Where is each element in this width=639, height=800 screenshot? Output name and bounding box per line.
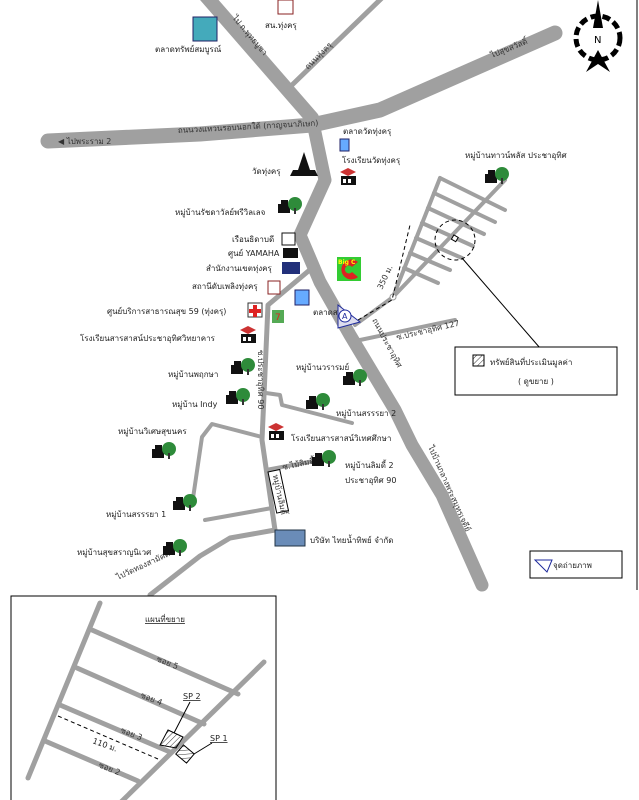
place-limdee2: หมู่บ้านลิมดี้ 2 xyxy=(345,459,394,471)
place-sarasas-school: โรงเรียนสารสาสน์ประชาอุทิศวิทยาคาร xyxy=(80,333,216,343)
road-ring xyxy=(40,25,563,149)
place-ratchada-village: หมู่บ้านรัชดาวัลย์พรีวิลเลจ xyxy=(175,207,266,218)
temple-icon xyxy=(290,152,318,176)
place-limdee2-sub: ประชาอุทิศ 90 xyxy=(345,476,396,485)
village-icon xyxy=(226,388,250,405)
market-icon xyxy=(294,289,310,306)
school-icon xyxy=(268,423,284,440)
place-thai-namthip: บริษัท ไทยน้ำทิพย์ จำกัด xyxy=(310,534,393,545)
place-wat-market: ตลาดวัดทุ่งครุ xyxy=(343,127,392,136)
road-label-limdee: ซ.ไม้ลิมดี้ xyxy=(281,454,316,472)
place-fire-station: สถานีดับเพลิงทุ่งครุ xyxy=(192,282,258,291)
place-wiset: หมู่บ้านวิเศษสุขนคร xyxy=(118,427,187,437)
inset-sp2: SP 2 xyxy=(183,692,201,701)
svg-text:Big C: Big C xyxy=(338,259,356,266)
school-icon xyxy=(240,326,256,343)
road-label-soi-127: ซ.ประชาอุทิศ 127 xyxy=(395,319,460,342)
inset-title: แผนที่ขยาย xyxy=(145,613,185,624)
property-highlight-circle xyxy=(434,219,476,261)
place-sanya2: หมู่บ้านสรรรยา 2 xyxy=(336,409,396,419)
place-district-office: สำนักงานเขตทุ่งครุ xyxy=(206,264,272,273)
village-icon xyxy=(306,393,330,410)
market-icon xyxy=(192,16,218,42)
svg-text:A: A xyxy=(342,312,348,321)
village-icon xyxy=(173,494,197,511)
road-comb-sois xyxy=(402,176,507,285)
road-label-small: ถนนทุ่งครุ xyxy=(303,40,334,71)
place-health-center: ศูนย์บริการสาธารณสุข 59 (ทุ่งครุ) xyxy=(107,306,226,317)
village-icon xyxy=(152,442,176,459)
police-icon xyxy=(277,0,294,15)
place-yamaha: ศูนย์ YAMAHA xyxy=(228,248,280,259)
village-icon xyxy=(163,539,187,556)
place-wat-school: โรงเรียนวัดทุ่งครุ xyxy=(342,155,401,165)
road-pracha-uthit xyxy=(293,111,489,592)
place-suksaran: หมู่บ้านสุขสราญนิเวศ xyxy=(77,548,151,558)
shop-icon xyxy=(283,248,298,258)
school-icon xyxy=(340,168,356,185)
hatch-swatch-icon xyxy=(472,354,485,367)
photo-point-a[interactable]: A xyxy=(337,303,362,329)
place-vararom: หมู่บ้านวรารมย์ xyxy=(296,362,349,373)
inset-sp1: SP 1 xyxy=(210,734,228,743)
road-phutthabucha xyxy=(200,0,319,125)
property-marker xyxy=(450,234,459,243)
inset-map: แผนที่ขยาย ซอย 5 ซอย 4 ซอย 3 ซอย 2 SP 2 … xyxy=(10,595,277,800)
building-icon xyxy=(281,232,296,246)
place-townplus: หมู่บ้านทาวน์พลัส ประชาอุทิศ xyxy=(465,150,567,161)
svg-text:ทรัพย์สินที่ประเมินมูลค่า: ทรัพย์สินที่ประเมินมูลค่า xyxy=(490,356,572,368)
place-fresh-market: ตลาดสด xyxy=(313,308,343,317)
road-small xyxy=(289,0,384,88)
camera-view-icon xyxy=(533,559,553,573)
place-ruenthida: เรือนธิดาบดี xyxy=(232,235,274,244)
road-bottom xyxy=(147,527,278,598)
road-soi-90 xyxy=(259,265,315,533)
north-arrow-icon: N xyxy=(573,0,623,72)
village-icon xyxy=(312,450,336,467)
place-sanya1: หมู่บ้านสรรรยา 1 xyxy=(106,510,166,520)
factory-icon xyxy=(274,529,306,547)
legend-leader-line xyxy=(461,257,541,349)
place-wat: วัดทุ่งครุ xyxy=(252,167,281,176)
road-label-to-rama2: ◀ ไปพระราม 2 xyxy=(58,137,111,146)
place-indy: หมู่บ้าน Indy xyxy=(172,400,218,410)
sp2-plot xyxy=(159,729,184,749)
road-label-pracha-uthit: ถนนประชาอุทิศ xyxy=(370,317,404,369)
market-icon xyxy=(339,138,350,152)
svg-text:( ดูขยาย ): ( ดูขยาย ) xyxy=(518,377,554,387)
village-icon xyxy=(231,358,255,375)
village-icon xyxy=(278,197,302,214)
fire-station-icon xyxy=(267,280,281,295)
hospital-icon xyxy=(247,302,263,318)
road-network xyxy=(40,0,563,598)
office-icon xyxy=(282,262,300,274)
svg-text:N: N xyxy=(594,35,601,46)
place-phruksa: หมู่บ้านพฤกษา xyxy=(168,370,218,380)
place-police: สน.ทุ่งครุ xyxy=(265,21,297,30)
road-side-2 xyxy=(190,422,264,507)
sp1-plot xyxy=(175,744,195,764)
distance-label: 350 ม. xyxy=(376,264,395,291)
seven-eleven-icon xyxy=(272,310,284,323)
svg-text:7: 7 xyxy=(275,313,281,323)
legend-photo-point: จุดถ่ายภาพ xyxy=(529,550,623,579)
road-label-soi-90: ซ.ประชาอุทิศ 90 xyxy=(256,350,265,409)
road-side-3 xyxy=(203,506,274,522)
place-sarasas-witet: โรงเรียนสารสาสน์วิเทศศึกษา xyxy=(291,433,391,443)
svg-text:จุดถ่ายภาพ: จุดถ่ายภาพ xyxy=(553,561,592,570)
road-side-1 xyxy=(264,391,354,425)
bigc-logo: Big C xyxy=(337,257,361,281)
place-sapsombun-market: ตลาดทรัพย์สมบูรณ์ xyxy=(155,44,222,55)
road-soi-127 xyxy=(358,318,457,342)
legend-property: ทรัพย์สินที่ประเมินมูลค่า ( ดูขยาย ) xyxy=(454,346,618,396)
